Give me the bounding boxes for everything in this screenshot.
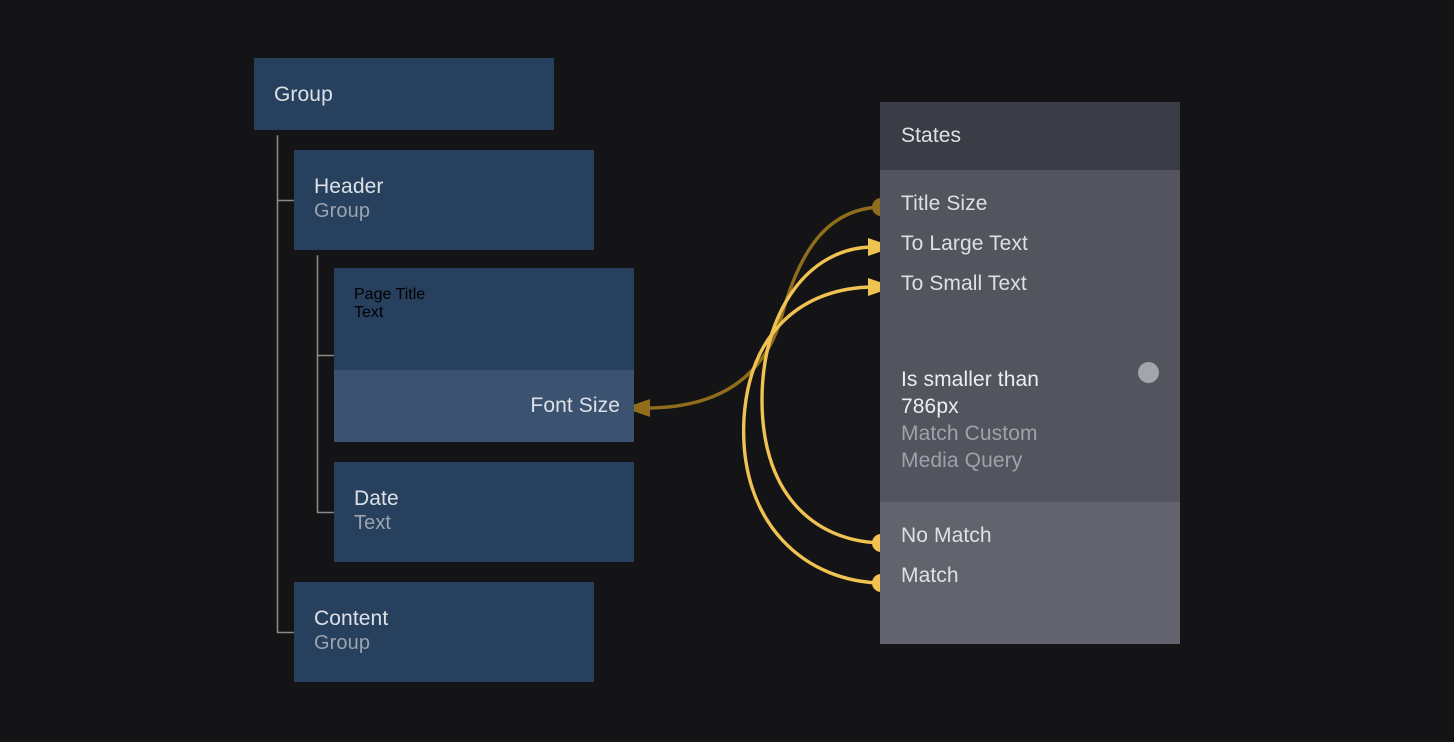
port-row-to-large-text[interactable]: To Large Text <box>880 224 1180 264</box>
tree-node-page-title-subtitle: Text <box>354 304 384 321</box>
panel-media-query-head: Is smaller than 786px Match Custom Media… <box>880 350 1180 502</box>
panel-media-query-name: Is smaller than 786px <box>901 368 1040 418</box>
panel-states-title: States <box>901 124 962 147</box>
port-label-to-large-text: To Large Text <box>901 232 1028 255</box>
tree-node-header[interactable]: Header Group <box>294 150 594 250</box>
tree-node-page-title-title: Page Title <box>354 286 426 303</box>
tree-node-date-subtitle: Text <box>354 512 392 534</box>
port-label-title-size: Title Size <box>901 192 988 215</box>
panel-media-query-body: No Match Match <box>880 502 1180 644</box>
tree-node-group[interactable]: Group <box>254 58 554 130</box>
port-row-no-match[interactable]: No Match <box>880 516 1180 556</box>
tree-node-header-subtitle: Group <box>314 200 371 222</box>
panel-media-query-kind: Match Custom Media Query <box>901 422 1038 472</box>
port-label-no-match: No Match <box>901 524 992 547</box>
tree-node-content-title: Content <box>314 607 389 630</box>
panel-states-body: Title Size To Large Text To Small Text <box>880 170 1180 352</box>
property-row-font-size[interactable]: Font Size <box>334 370 634 442</box>
tree-guide-lines <box>276 135 334 634</box>
port-row-match[interactable]: Match <box>880 556 1180 596</box>
panel-media-query[interactable]: Is smaller than 786px Match Custom Media… <box>880 350 1180 644</box>
wire-match-to-to-small-text <box>741 278 894 585</box>
tree-node-date-title: Date <box>354 487 399 510</box>
port-label-to-small-text: To Small Text <box>901 272 1027 295</box>
port-row-to-small-text[interactable]: To Small Text <box>880 264 1180 304</box>
status-dot-icon[interactable] <box>1138 362 1159 383</box>
tree-node-date[interactable]: Date Text <box>334 462 634 562</box>
tree-node-page-title-head: Page Title Text <box>334 268 634 370</box>
tree-node-group-title: Group <box>274 82 333 106</box>
tree-node-content[interactable]: Content Group <box>294 582 594 682</box>
wire-title-size-to-font-size <box>624 205 886 417</box>
tree-node-header-title: Header <box>314 175 384 198</box>
tree-node-content-subtitle: Group <box>314 632 371 654</box>
tree-node-page-title[interactable]: Page Title Text Font Size <box>334 268 634 442</box>
property-row-font-size-label: Font Size <box>530 394 620 417</box>
port-row-title-size[interactable]: Title Size <box>880 184 1180 224</box>
panel-states[interactable]: States Title Size To Large Text To Small… <box>880 102 1180 352</box>
port-label-match: Match <box>901 564 959 587</box>
panel-states-header: States <box>880 102 1180 170</box>
